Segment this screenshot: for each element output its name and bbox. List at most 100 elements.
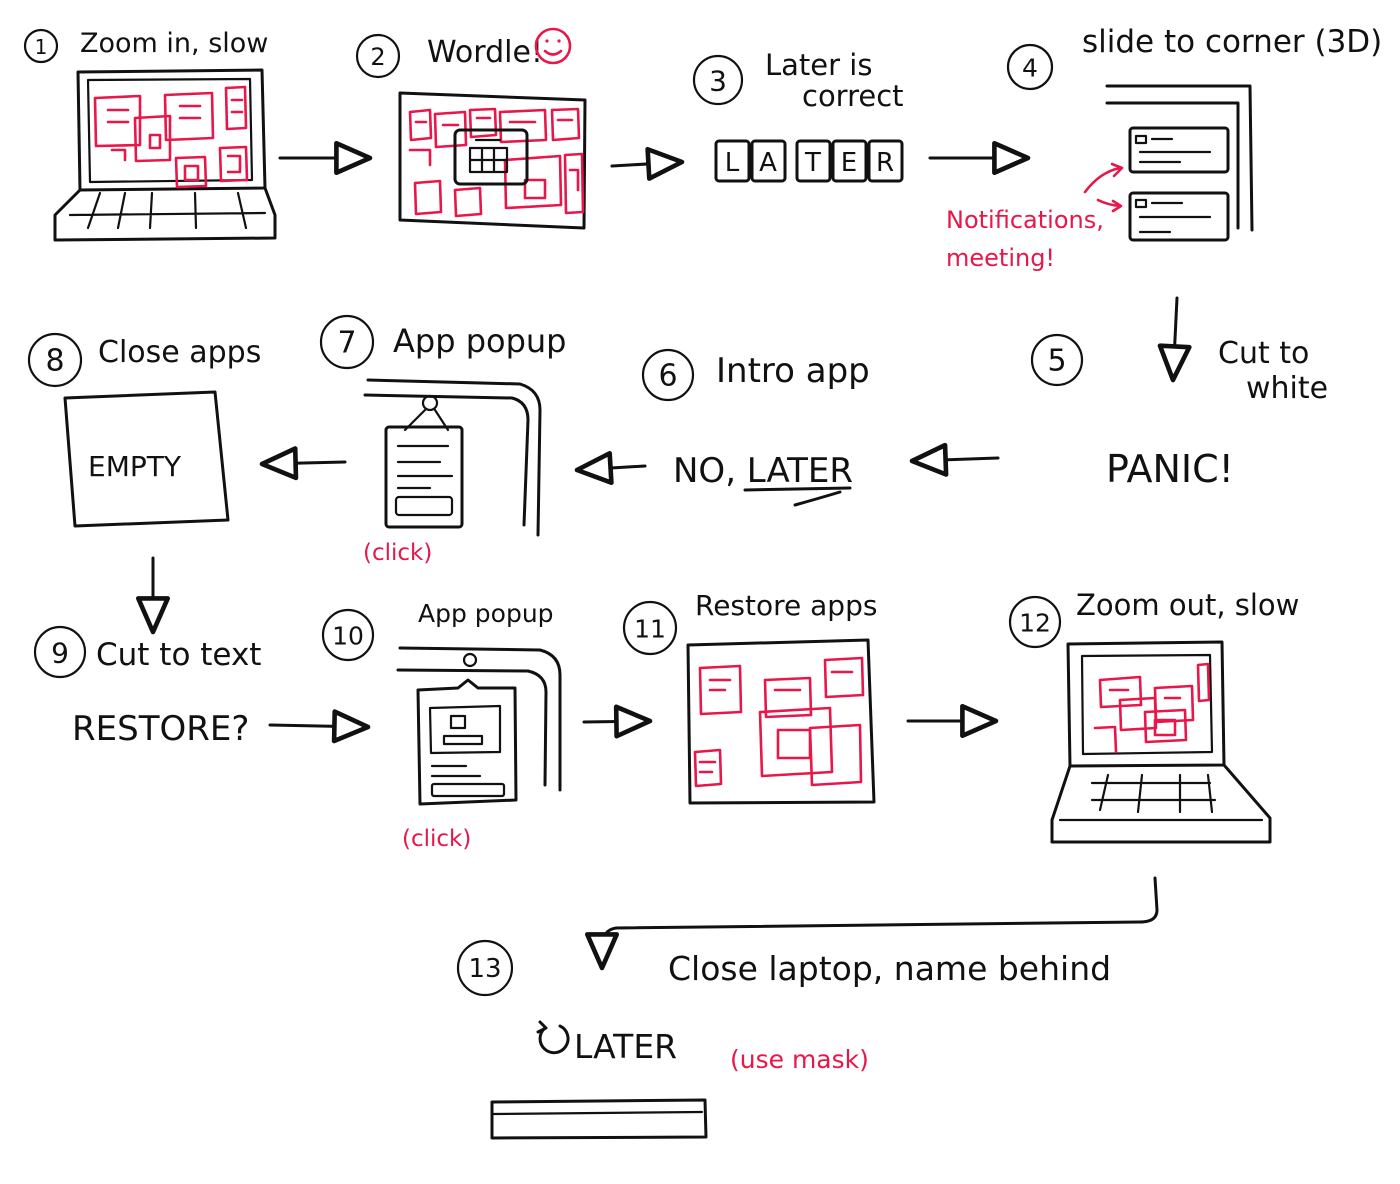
use-mask-note: (use mask) <box>730 1045 869 1074</box>
step-4-number: 4 <box>1022 54 1038 83</box>
step-12: 12 Zoom out, slow <box>1008 588 1299 844</box>
notifications-note-line2: meeting! <box>946 244 1055 272</box>
step-7-title: App popup <box>393 322 566 360</box>
step-12-number: 12 <box>1019 609 1051 638</box>
step-1-title: Zoom in, slow <box>80 28 268 59</box>
app-popup-illustration <box>363 378 542 537</box>
step-11-number: 11 <box>634 615 666 644</box>
arrow-9-to-10 <box>268 709 371 744</box>
step-11-number-badge: 11 <box>622 600 678 656</box>
no-later-text: NO, LATER <box>673 451 853 491</box>
app-popup-illustration-2 <box>396 646 562 806</box>
letter-tile <box>867 139 904 183</box>
step-5-number: 5 <box>1047 344 1066 379</box>
step-13-number: 13 <box>468 954 501 984</box>
notification-card <box>1128 191 1230 242</box>
empty-label: EMPTY <box>88 450 182 483</box>
step-7-number: 7 <box>337 326 356 361</box>
tile-letter: E <box>841 148 857 178</box>
step-7-number-badge: 7 <box>319 314 375 370</box>
step-10-number: 10 <box>332 622 364 651</box>
empty-screen <box>63 390 230 528</box>
arrow-4-to-5 <box>1157 296 1192 383</box>
popup-button <box>430 782 506 798</box>
step-2: 2 Wordle! <box>355 27 587 230</box>
step-1-number-badge: 1 <box>23 28 59 64</box>
step-4: 4 slide to corner (3D) Notifications, me… <box>946 24 1382 272</box>
later-underline <box>743 486 852 507</box>
step-13: 13 Close laptop, name behind LATER (use … <box>456 939 1111 1140</box>
step-3-title-line2: correct <box>802 79 904 113</box>
step-11: 11 Restore apps <box>622 589 877 805</box>
step-5-title-line1: Cut to <box>1218 336 1309 371</box>
step-3-number: 3 <box>709 65 727 98</box>
arrow-7-to-8 <box>259 446 347 481</box>
step-8-number: 8 <box>45 344 64 379</box>
step-12-number-badge: 12 <box>1008 595 1062 649</box>
step-9-number: 9 <box>51 637 69 670</box>
step-10: 10 App popup (click) <box>321 599 562 852</box>
step-13-title: Close laptop, name behind <box>668 949 1111 988</box>
arrow-5-to-6 <box>909 442 1000 477</box>
click-note-7: (click) <box>363 540 432 566</box>
step-4-title: slide to corner (3D) <box>1082 24 1382 60</box>
later-tiles: L A T E R <box>714 139 904 183</box>
panic-text: PANIC! <box>1106 447 1234 491</box>
profile-card-icon <box>428 704 502 755</box>
arrow-2-to-3 <box>610 146 685 181</box>
restored-apps-illustration <box>686 638 876 805</box>
step-2-title: Wordle! <box>427 35 543 70</box>
step-8-title: Close apps <box>98 335 261 370</box>
tile-letter: A <box>759 148 777 178</box>
tile-letter: L <box>725 148 740 178</box>
laptop-zoom-out-illustration <box>1050 640 1272 844</box>
step-10-number-badge: 10 <box>321 608 375 662</box>
step-9-number-badge: 9 <box>33 625 87 679</box>
click-note-10: (click) <box>402 826 471 852</box>
restore-question-text: RESTORE? <box>72 709 249 749</box>
closed-laptop-bar <box>490 1098 708 1140</box>
step-5: 5 Cut to white PANIC! <box>1030 333 1328 491</box>
popup-button <box>394 495 454 517</box>
later-logo-text: LATER <box>574 1027 677 1066</box>
step-8: 8 Close apps EMPTY <box>27 332 261 528</box>
letter-tile <box>750 139 787 183</box>
step-5-number-badge: 5 <box>1030 333 1084 387</box>
refresh-icon <box>536 1020 570 1055</box>
slide-to-corner-illustration <box>1083 84 1254 242</box>
step-2-number: 2 <box>370 43 385 71</box>
step-13-number-badge: 13 <box>456 939 514 997</box>
tile-letter: T <box>804 148 821 178</box>
step-3-number-badge: 3 <box>692 54 744 106</box>
step-7: 7 App popup (click) <box>319 314 566 566</box>
arrow-10-to-11 <box>582 704 653 739</box>
arrow-12-to-13 <box>584 876 1159 971</box>
step-3-title-line1: Later is <box>765 48 872 82</box>
popup-card <box>384 425 464 529</box>
step-12-title: Zoom out, slow <box>1076 588 1299 622</box>
step-5-title-line2: white <box>1246 371 1328 406</box>
laptop-zoom-in-illustration <box>53 68 277 242</box>
step-6-number-badge: 6 <box>641 348 695 402</box>
step-10-title: App popup <box>418 599 554 628</box>
notification-card <box>1128 126 1230 174</box>
smiley-icon <box>534 27 572 65</box>
step-6: 6 Intro app NO, LATER <box>641 348 870 507</box>
step-3: 3 Later is correct L A T E R <box>692 48 904 183</box>
arrow-6-to-7 <box>574 451 647 486</box>
letter-tile <box>795 139 832 183</box>
letter-tile <box>831 139 868 183</box>
step-8-number-badge: 8 <box>27 332 83 388</box>
step-4-number-badge: 4 <box>1006 43 1054 91</box>
tile-letter: R <box>876 148 894 178</box>
step-9-title: Cut to text <box>96 637 261 673</box>
step-11-title: Restore apps <box>695 589 877 622</box>
wordle-screen-illustration <box>398 91 587 230</box>
step-1: 1 Zoom in, slow <box>23 28 277 242</box>
step-9: 9 Cut to text RESTORE? <box>33 625 261 749</box>
step-6-title: Intro app <box>716 351 870 391</box>
step-2-number-badge: 2 <box>355 33 401 79</box>
step-1-number: 1 <box>35 35 48 59</box>
notifications-note-line1: Notifications, <box>946 206 1104 234</box>
